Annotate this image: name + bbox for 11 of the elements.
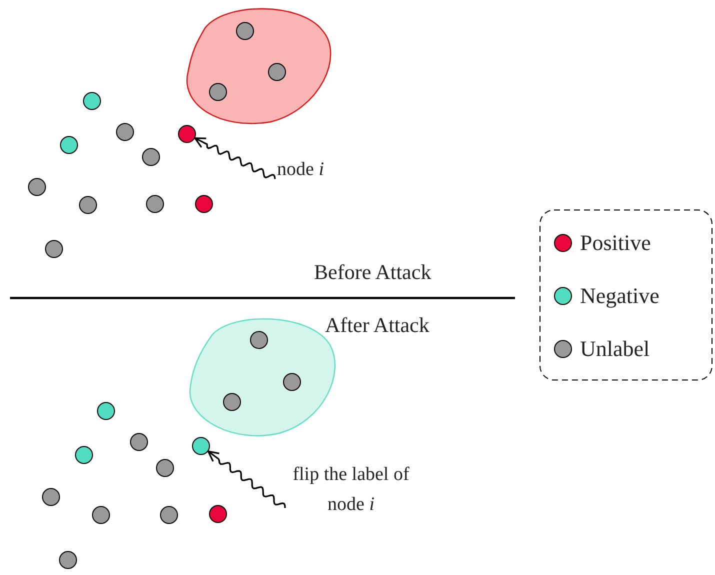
wavy-arrow <box>207 450 286 508</box>
section-label: After Attack <box>325 313 430 337</box>
legend-label: Unlabel <box>580 336 650 362</box>
wavy-arrow <box>194 137 276 180</box>
highlighted-node <box>192 437 210 455</box>
highlighted-node <box>178 125 196 143</box>
callout-text: flip the label of node i <box>287 460 415 520</box>
section-label: Before Attack <box>314 260 432 284</box>
callout-text: node i <box>277 155 324 185</box>
legend-label: Negative <box>580 283 660 309</box>
legend-label: Positive <box>580 230 651 256</box>
